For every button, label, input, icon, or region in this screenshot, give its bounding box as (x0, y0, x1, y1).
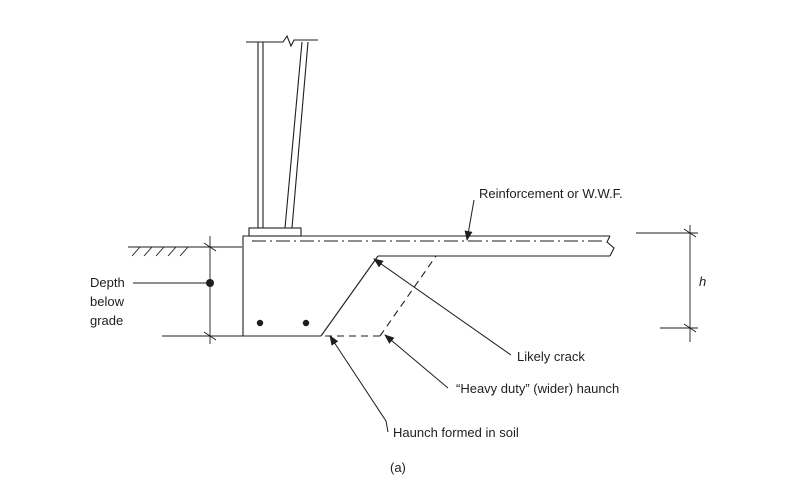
h-label: h (699, 274, 706, 289)
likely-crack-leader (373, 258, 512, 356)
haunch-soil-leader (329, 335, 389, 433)
heavy-duty-label: “Heavy duty” (wider) haunch (456, 381, 619, 396)
haunch-soil-label: Haunch formed in soil (393, 425, 519, 440)
likely-crack-label: Likely crack (517, 349, 585, 364)
h-dimension (636, 225, 698, 342)
rebar (256, 319, 264, 327)
reinforcement-leader (464, 199, 475, 241)
rebar (302, 319, 310, 327)
heavy-duty-haunch-outline (325, 255, 437, 337)
depth-label-line3: grade (90, 313, 123, 328)
base-plate (248, 227, 302, 237)
depth-label-line1: Depth (90, 275, 125, 290)
depth-label-line2: below (90, 294, 125, 309)
heavy-duty-leader (384, 334, 449, 389)
depth-dimension (133, 236, 243, 344)
grade-hatching (128, 246, 242, 257)
footing-slab-outline (242, 235, 615, 337)
reinforcement-label: Reinforcement or W.W.F. (479, 186, 623, 201)
figure-caption: (a) (390, 460, 406, 475)
steel-column (246, 34, 318, 229)
